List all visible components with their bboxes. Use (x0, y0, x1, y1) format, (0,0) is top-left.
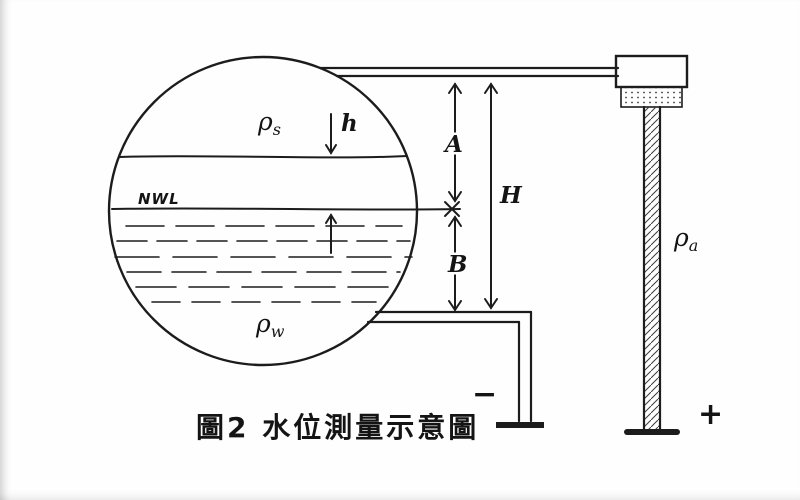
reference-pressure-subscript: a (689, 236, 699, 255)
steam-pressure-symbol: ρ (257, 107, 273, 136)
nwl-label: NWL (138, 190, 180, 208)
minus-polarity-label: − (472, 377, 497, 412)
steam-space-line (118, 155, 408, 159)
reference-column-fill (645, 107, 659, 429)
nwl-marker-stroke (444, 201, 460, 217)
nwl-line (111, 207, 461, 211)
dimension-line-a (448, 82, 462, 203)
h-arrowhead-icon (325, 144, 337, 155)
nwl-marker-icon (444, 201, 460, 217)
water-pressure-subscript: w (271, 322, 285, 341)
reference-pressure-label: ρa (673, 223, 698, 255)
reference-column (624, 105, 680, 435)
reference-pressure-symbol: ρ (673, 223, 689, 252)
condensate-pot-body (614, 54, 689, 89)
steam-pipe (318, 66, 620, 78)
figure-caption: 圖2 水位測量示意圖 (196, 411, 479, 444)
plus-polarity-label: + (698, 397, 723, 432)
drum-circle (107, 55, 419, 367)
water-level-arrowhead-icon (325, 213, 337, 224)
water-pressure-label: ρw (255, 309, 285, 341)
h-arrow (325, 113, 337, 155)
water-level-arrow (325, 213, 337, 254)
water-hatching (114, 225, 413, 303)
condensate-pot-fill (620, 86, 683, 108)
condensate-pot (614, 54, 689, 108)
steam-pressure-label: ρs (257, 107, 281, 139)
dimension-label-a: A (443, 131, 463, 158)
water-pipe (366, 310, 544, 428)
h-dimension-label: h (341, 110, 358, 137)
dimension-line-h (484, 82, 498, 310)
dimension-b-top-arrowhead-icon (448, 215, 462, 227)
dimension-label-h: H (499, 182, 523, 209)
dimension-label-b: B (447, 251, 467, 278)
dimension-a-top-arrowhead-icon (448, 82, 462, 94)
dimension-a-bottom-arrowhead-icon (448, 191, 462, 203)
dimension-line-b (448, 215, 462, 312)
dimension-h-top-arrowhead-icon (484, 82, 498, 94)
steam-pressure-subscript: s (273, 120, 281, 139)
dimension-h-bottom-arrowhead-icon (484, 298, 498, 310)
water-pressure-symbol: ρ (255, 309, 271, 338)
dimension-b-bottom-arrowhead-icon (448, 300, 462, 312)
